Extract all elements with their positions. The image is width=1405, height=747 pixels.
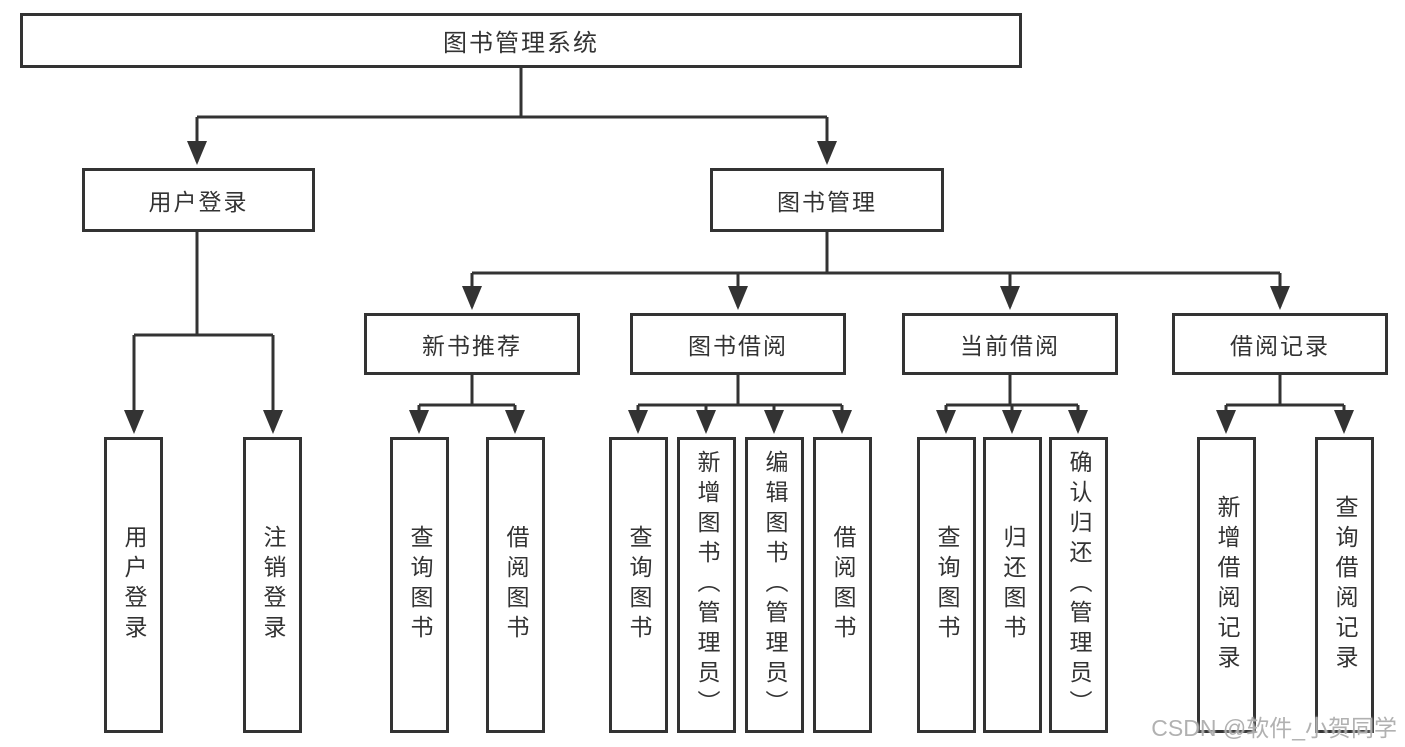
leaf-return-books-label: 归还图书	[1000, 525, 1026, 645]
node-root-label: 图书管理系统	[443, 30, 599, 57]
leaf-recommend-query-books: 查询图书	[390, 437, 449, 733]
leaf-recommend-query-books-label: 查询图书	[407, 525, 433, 645]
node-new-book-recommend-label: 新书推荐	[422, 333, 522, 359]
leaf-borrow-books-label: 借阅图书	[830, 525, 856, 645]
leaf-user-login-label: 用户登录	[121, 525, 147, 645]
leaf-borrow-query-books: 查询图书	[609, 437, 668, 733]
leaf-add-borrow-record: 新增借阅记录	[1197, 437, 1256, 733]
node-new-book-recommend: 新书推荐	[364, 313, 580, 375]
leaf-user-login: 用户登录	[104, 437, 163, 733]
leaf-edit-books-admin: 编辑图书（管理员）	[745, 437, 804, 733]
leaf-recommend-borrow-books-label: 借阅图书	[503, 525, 529, 645]
node-book-borrow: 图书借阅	[630, 313, 846, 375]
leaf-return-books: 归还图书	[983, 437, 1042, 733]
node-current-borrow-label: 当前借阅	[960, 333, 1060, 359]
leaf-logout-label: 注销登录	[260, 525, 286, 645]
leaf-query-borrow-record: 查询借阅记录	[1315, 437, 1374, 733]
leaf-current-query-books-label: 查询图书	[934, 525, 960, 645]
leaf-borrow-query-books-label: 查询图书	[626, 525, 652, 645]
node-user-login-label: 用户登录	[148, 189, 249, 215]
node-book-management-label: 图书管理	[777, 189, 877, 215]
leaf-recommend-borrow-books: 借阅图书	[486, 437, 545, 733]
node-book-borrow-label: 图书借阅	[688, 333, 788, 359]
leaf-query-borrow-record-label: 查询借阅记录	[1332, 495, 1358, 675]
node-borrow-records: 借阅记录	[1172, 313, 1388, 375]
leaf-current-query-books: 查询图书	[917, 437, 976, 733]
node-borrow-records-label: 借阅记录	[1230, 333, 1330, 359]
leaf-add-books-admin: 新增图书（管理员）	[677, 437, 736, 733]
leaf-add-borrow-record-label: 新增借阅记录	[1214, 495, 1240, 675]
leaf-logout: 注销登录	[243, 437, 302, 733]
leaf-add-books-admin-label: 新增图书（管理员）	[694, 450, 720, 720]
leaf-borrow-books: 借阅图书	[813, 437, 872, 733]
csdn-watermark: CSDN @软件_小贺同学	[1151, 715, 1397, 741]
node-current-borrow: 当前借阅	[902, 313, 1118, 375]
node-book-management: 图书管理	[710, 168, 944, 232]
leaf-confirm-return-admin: 确认归还（管理员）	[1049, 437, 1108, 733]
leaf-confirm-return-admin-label: 确认归还（管理员）	[1066, 450, 1092, 720]
leaf-edit-books-admin-label: 编辑图书（管理员）	[762, 450, 788, 720]
node-user-login: 用户登录	[82, 168, 315, 232]
node-root: 图书管理系统	[20, 13, 1022, 68]
